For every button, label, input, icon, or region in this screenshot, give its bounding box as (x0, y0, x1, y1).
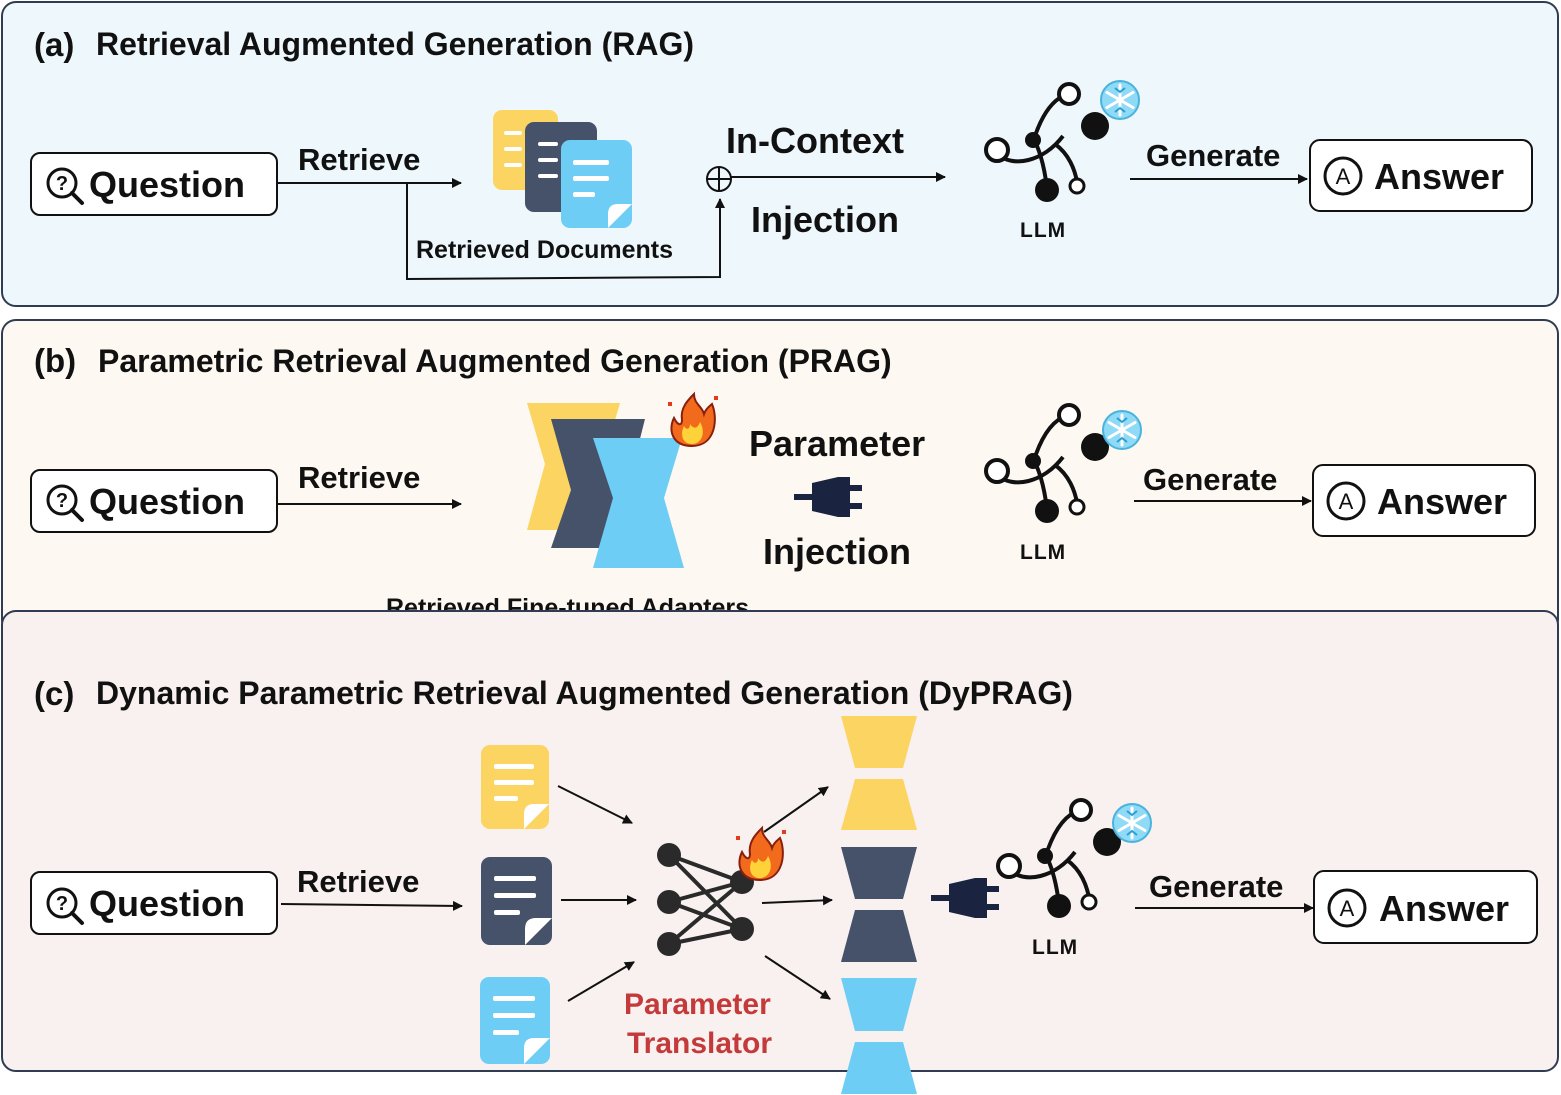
translator-to-adapter-arrow (764, 955, 831, 1000)
answer-label: Answer (1379, 888, 1509, 929)
panel-c: (c) Dynamic Parametric Retrieval Augment… (1, 610, 1559, 1094)
generate-label: Generate (1146, 138, 1280, 173)
answer-label: Answer (1374, 156, 1504, 197)
question-box (30, 871, 278, 935)
parameter-label: Parameter (749, 423, 925, 464)
injection-label: Injection (751, 199, 899, 240)
doc-to-translator-arrow (557, 785, 633, 824)
retrieve-arrow (280, 900, 463, 911)
generated-adapters-icon (841, 716, 917, 1094)
bypass-connector (406, 183, 725, 281)
panel-c-title: Dynamic Parametric Retrieval Augmented G… (96, 675, 1073, 711)
question-box (30, 469, 278, 533)
panel-b-label: (b) (34, 342, 76, 379)
panel-a: (a) Retrieval Augmented Generation (RAG)… (1, 1, 1559, 307)
retrieved-documents-label: Retrieved Documents (416, 236, 673, 264)
answer-label: Answer (1377, 481, 1507, 522)
doc-to-translator-arrow (567, 961, 635, 1002)
translator-label-line2: Translator (627, 1027, 772, 1060)
generate-label: Generate (1149, 869, 1283, 904)
panel-a-title: Retrieval Augmented Generation (RAG) (96, 26, 694, 62)
retrieved-adapters-icon (527, 403, 684, 568)
translator-to-adapter-arrow (761, 895, 833, 906)
retrieved-documents-icon (493, 110, 632, 228)
question-label: Question (89, 481, 245, 522)
panel-c-label: (c) (34, 675, 74, 712)
retrieve-label: Retrieve (298, 142, 420, 177)
snowflake-icon (1101, 409, 1143, 451)
in-context-label: In-Context (726, 120, 904, 161)
question-label: Question (89, 164, 245, 205)
answer-box (1313, 870, 1538, 944)
translator-label-line1: Parameter (624, 988, 771, 1021)
question-label: Question (89, 883, 245, 924)
retrieve-label: Retrieve (297, 864, 419, 899)
panel-b: (b) Parametric Retrieval Augmented Gener… (1, 319, 1559, 635)
panel-a-label: (a) (34, 26, 74, 63)
plus-icon (706, 166, 732, 192)
llm-label: LLM (1020, 219, 1066, 242)
translator-network-icon (657, 843, 754, 956)
document-icon (481, 857, 552, 945)
retrieve-label: Retrieve (298, 460, 420, 495)
llm-label: LLM (1032, 936, 1078, 959)
generate-label: Generate (1143, 462, 1277, 497)
answer-box (1309, 139, 1533, 212)
document-icon (480, 977, 550, 1064)
snowflake-icon (1111, 802, 1153, 844)
answer-box (1312, 464, 1536, 537)
translator-to-adapter-arrow (763, 786, 829, 833)
panel-b-title: Parametric Retrieval Augmented Generatio… (98, 343, 892, 379)
document-icon (481, 745, 549, 829)
llm-label: LLM (1020, 541, 1066, 564)
snowflake-icon (1099, 79, 1141, 121)
injection-label: Injection (763, 531, 911, 572)
panel-a-background (1, 1, 1559, 307)
